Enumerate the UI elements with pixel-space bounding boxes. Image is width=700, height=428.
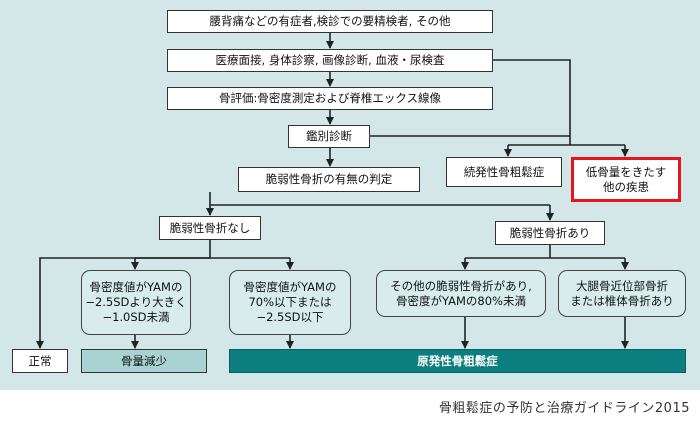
patients-box: 腰背痛などの有症者,検診での要精検者, その他: [167, 10, 493, 33]
osteopenia-result-box: 骨量減少: [81, 349, 207, 373]
other-fracture-bmd-80-percent-box: その他の脆弱性骨折があり, 骨密度がYAMの80%未満: [376, 270, 546, 317]
bmd-above-minus-2-5sd-box: 骨密度値がYAMの −2.5SDより大きく −1.0SD未満: [81, 270, 191, 335]
normal-result-box: 正常: [12, 349, 68, 373]
secondary-osteoporosis-box: 続発性骨粗鬆症: [446, 157, 562, 187]
connector-no-fracture-split: [36, 240, 211, 349]
primary-osteoporosis-result-box: 原発性骨粗鬆症: [229, 349, 686, 373]
with-fragility-fracture-box: 脆弱性骨折あり: [495, 221, 605, 245]
exam-box: 医療面接, 身体診察, 画像診断, 血液・尿検査: [167, 49, 493, 72]
fragility-fracture-judgment-box: 脆弱性骨折の有無の判定: [238, 167, 420, 192]
differential-diagnosis-box: 鑑別診断: [288, 125, 370, 148]
femur-or-vertebral-fracture-box: 大腿骨近位部骨折 または椎体骨折あり: [558, 270, 686, 317]
bmd-70-percent-or-minus-2-5sd-box: 骨密度値がYAMの 70%以下または −2.5SD以下: [229, 270, 351, 335]
flowchart-panel: 腰背痛などの有症者,検診での要精検者, その他 医療面接, 身体診察, 画像診断…: [0, 0, 700, 390]
other-low-bone-mass-disease-box: 低骨量をきたす 他の疾患: [571, 157, 681, 202]
bone-evaluation-box: 骨評価:骨密度測定および脊椎エックス線像: [167, 87, 493, 110]
connector-exam-to-right: [492, 59, 571, 145]
source-caption: 骨粗鬆症の予防と治療ガイドライン2015: [438, 401, 690, 416]
flow-connectors: [36, 33, 629, 349]
no-fragility-fracture-box: 脆弱性骨折なし: [159, 216, 261, 240]
connector-fracture-split: [209, 192, 550, 206]
